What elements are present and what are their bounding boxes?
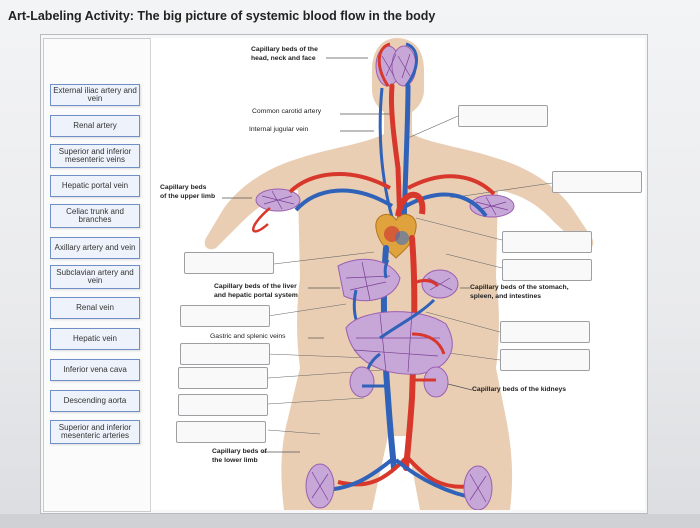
capillary-bed-right-leg (463, 465, 493, 510)
carotid-artery (388, 83, 403, 227)
capillary-bed-left-arm (255, 188, 301, 212)
subclavian-vein-right (405, 192, 488, 218)
drop-target-9[interactable] (180, 343, 270, 365)
drop-target-7[interactable] (500, 321, 590, 343)
label-descending-aorta[interactable]: Descending aorta (50, 390, 140, 412)
drop-target-10[interactable] (178, 367, 268, 389)
drop-target-4[interactable] (502, 259, 592, 281)
drop-target-1[interactable] (458, 105, 548, 127)
caption-liver-line1: Capillary beds of the liver (214, 283, 297, 290)
drop-target-11[interactable] (178, 394, 268, 416)
bottom-strip (0, 514, 700, 528)
caption-head-line1: Capillary beds of the (251, 46, 318, 53)
caption-stomach-line1: Capillary beds of the stomach, (470, 284, 569, 291)
label-celiac-trunk[interactable]: Celiac trunk and branches (50, 204, 140, 228)
label-renal-artery[interactable]: Renal artery (50, 115, 140, 137)
mesenteric-arteries (411, 332, 446, 355)
subclavian-artery-right (407, 174, 496, 196)
caption-stomach-line2: spleen, and intestines (470, 293, 542, 300)
caption-lower-limb-line2: the lower limb (212, 457, 258, 464)
capillary-bed-left-leg (305, 463, 335, 509)
gastric-splenic-veins (379, 298, 436, 340)
caption-carotid: Common carotid artery (252, 108, 322, 115)
caption-jugular: Internal jugular vein (249, 126, 309, 133)
label-ivc[interactable]: Inferior vena cava (50, 359, 140, 381)
label-hepatic-vein[interactable]: Hepatic vein (50, 328, 140, 350)
drop-target-6[interactable] (180, 305, 270, 327)
leader-drop-2 (449, 182, 553, 199)
caption-lower-limb-line1: Capillary beds of (212, 448, 267, 455)
celiac-trunk (411, 278, 440, 288)
leader-drop-7 (425, 311, 501, 333)
arm-loop-left (252, 207, 271, 233)
label-mesenteric-veins[interactable]: Superior and inferior mesenteric veins (50, 144, 140, 168)
label-subclavian[interactable]: Subclavian artery and vein (50, 265, 140, 289)
leader-drop-1 (407, 115, 459, 139)
caption-kidneys: Capillary beds of the kidneys (472, 386, 567, 393)
circulation-figure (204, 38, 594, 510)
leader-drop-9 (267, 353, 371, 359)
leader-drop-11 (267, 397, 365, 405)
body-silhouette (204, 38, 594, 510)
caption-upper-limb-line2: of the upper limb (160, 193, 216, 200)
leader-drop-12 (267, 429, 321, 435)
caption-upper-limb-line1: Capillary beds (160, 184, 207, 191)
drop-target-12[interactable] (176, 421, 266, 443)
label-axillary[interactable]: Axillary artery and vein (50, 237, 140, 259)
capillary-bed-kidneys (349, 366, 449, 398)
leader-drop-4 (445, 253, 503, 269)
label-hepatic-portal-vein[interactable]: Hepatic portal vein (50, 175, 140, 197)
label-mesenteric-arteries[interactable]: Superior and inferior mesenteric arterie… (50, 420, 140, 444)
caption-head-line2: head, neck and face (251, 55, 316, 62)
drop-target-3[interactable] (502, 231, 592, 253)
activity-title: Art-Labeling Activity: The big picture o… (8, 9, 436, 23)
leader-drop-6 (267, 303, 347, 317)
drop-target-5[interactable] (184, 252, 274, 274)
leader-drop-5 (273, 251, 375, 265)
capillary-bed-head (375, 45, 417, 87)
caption-gastric: Gastric and splenic veins (210, 333, 286, 340)
label-renal-vein[interactable]: Renal vein (50, 297, 140, 319)
label-external-iliac[interactable]: External iliac artery and vein (50, 84, 140, 106)
head-vein-loop-right (404, 42, 418, 87)
subclavian-vein-left (294, 188, 394, 212)
capillary-bed-stomach (421, 269, 459, 299)
head-artery-loop-left (377, 42, 391, 87)
aortic-arch (395, 191, 426, 217)
drop-target-8[interactable] (500, 349, 590, 371)
drop-target-2[interactable] (552, 171, 642, 193)
hepatic-vein (383, 259, 390, 279)
leader-drop-3 (415, 217, 503, 241)
jugular-vein-left (378, 87, 396, 225)
descending-aorta (403, 235, 418, 471)
subclavian-artery-left (288, 172, 391, 194)
caption-liver-line2: and hepatic portal system (214, 292, 298, 299)
